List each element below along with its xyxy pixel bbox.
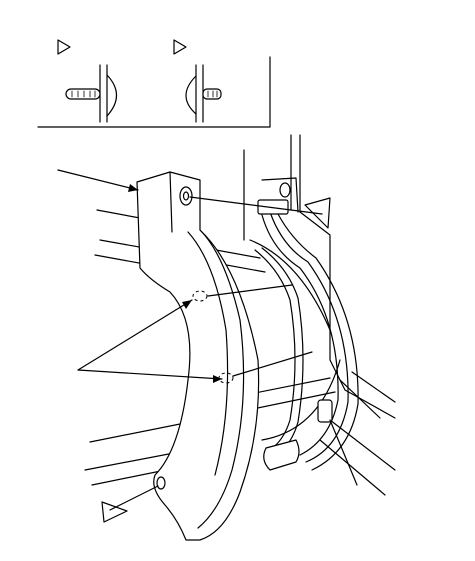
clip-head [106,74,118,117]
triangle-marker [57,39,71,55]
trim-panel-inner-edge [197,229,245,529]
leader-clip-upper [77,299,193,371]
callout-leaders [57,169,358,523]
harness-bracket [257,199,289,215]
harness-grommet [317,399,333,423]
panel-corner-edge [169,171,173,233]
inset-frame [37,56,271,128]
bracket-bolt-hole [279,182,291,198]
clip-head [185,75,197,115]
leader-clip-lower [77,369,223,380]
clip-shank [202,88,222,100]
harness-connector [263,439,300,471]
detail-inset [37,39,271,128]
mounting-hole-bottom [156,476,166,490]
trim-panel-outline [136,171,260,541]
wheelhouse-trim-panel [136,171,260,541]
triangle-marker [173,39,187,55]
triangle-marker [101,501,128,523]
trim-panel-flange [187,231,229,476]
clip-detail-removed [173,39,222,123]
leader-harness [329,419,358,486]
leader-trim-panel [57,169,139,191]
leader-upper-hidden [207,284,293,297]
clip-shank [65,88,101,100]
clip-detail-installed [57,39,118,123]
leader-bottom-bolt [109,485,159,511]
hidden-clip-upper [192,290,208,302]
leader-lower-hidden [232,351,313,377]
wire-harness [254,177,359,471]
leader-top-bolt [189,196,323,215]
triangle-marker [304,197,331,229]
